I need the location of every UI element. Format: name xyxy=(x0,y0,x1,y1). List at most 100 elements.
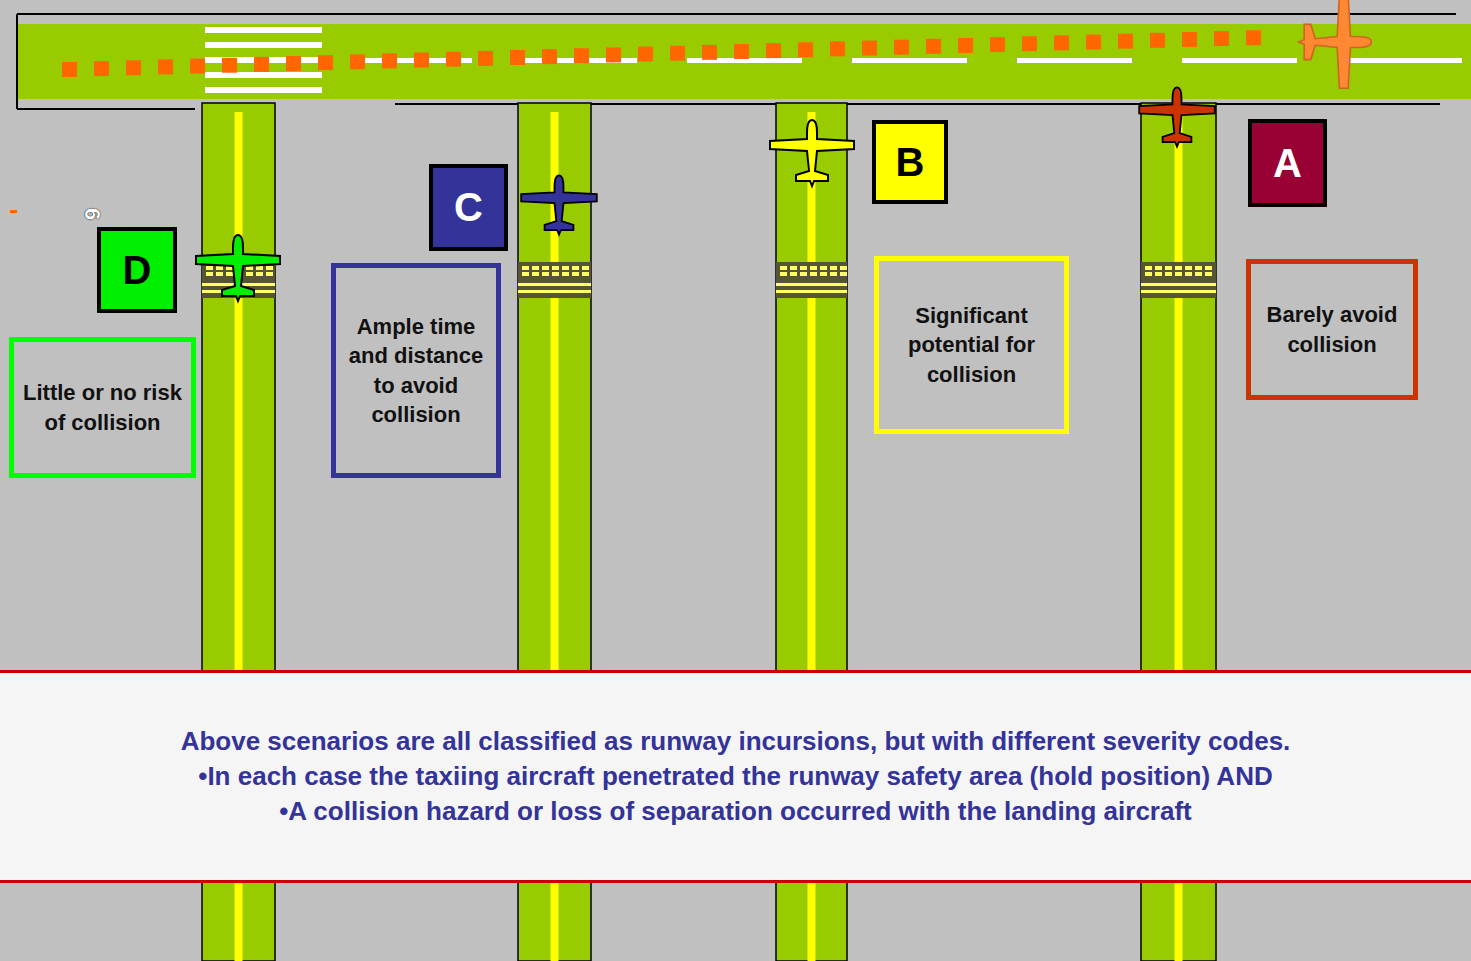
approach-path-dot xyxy=(542,49,557,64)
severity-letter: A xyxy=(1273,137,1302,190)
threshold-bar xyxy=(205,72,322,78)
hold-dash xyxy=(572,266,579,270)
approach-path-dot xyxy=(574,48,589,63)
approach-path-dot xyxy=(1086,35,1101,50)
approach-path-dot xyxy=(766,43,781,58)
runway xyxy=(17,24,1471,99)
hold-dash xyxy=(1155,266,1162,270)
hold-dash xyxy=(216,266,223,270)
hold-dash xyxy=(800,272,807,276)
approach-path-dot xyxy=(510,50,525,65)
approach-path-dot xyxy=(798,42,813,57)
hold-line xyxy=(518,283,591,286)
description-text: Ample time and distance to avoid collisi… xyxy=(344,312,488,428)
hold-dash xyxy=(572,272,579,276)
description-text: Significant potential for collision xyxy=(887,301,1056,388)
approach-path-dot xyxy=(94,61,109,76)
aircraft xyxy=(196,235,280,301)
severity-code-box: D xyxy=(97,227,177,313)
hold-dash xyxy=(266,272,273,276)
severity-letter: B xyxy=(896,136,925,189)
runway-edge xyxy=(17,13,1456,15)
hold-dash xyxy=(226,272,233,276)
approach-path-dot xyxy=(318,55,333,70)
description-box: Barely avoid collision xyxy=(1246,259,1418,400)
description-text: Barely avoid collision xyxy=(1259,300,1405,358)
approach-path-dot xyxy=(478,51,493,66)
note-line: •In each case the taxiing aircraft penet… xyxy=(198,759,1272,794)
hold-short-marking xyxy=(776,262,847,298)
hold-line xyxy=(776,283,847,286)
hold-dash xyxy=(820,272,827,276)
hold-dash xyxy=(256,272,263,276)
approach-path-dot xyxy=(734,44,749,59)
hold-dash xyxy=(552,272,559,276)
stray-number: 6 xyxy=(79,208,105,220)
aircraft xyxy=(770,120,854,186)
note-banner: Above scenarios are all classified as ru… xyxy=(0,670,1471,883)
severity-letter: D xyxy=(123,244,152,297)
hold-dash xyxy=(810,272,817,276)
hold-dash xyxy=(256,266,263,270)
hold-dash xyxy=(562,272,569,276)
aircraft xyxy=(521,175,597,234)
centerline-dash xyxy=(1347,58,1462,63)
hold-dash xyxy=(1155,272,1162,276)
hold-dash xyxy=(1205,272,1212,276)
note-line: •A collision hazard or loss of separatio… xyxy=(279,794,1192,829)
hold-dash xyxy=(542,266,549,270)
hold-short-marking xyxy=(1141,262,1216,298)
hold-dash xyxy=(552,266,559,270)
hold-dash xyxy=(1145,266,1152,270)
approach-path-dot xyxy=(702,45,717,60)
approach-path-dot xyxy=(606,47,621,62)
hold-dash xyxy=(830,272,837,276)
hold-dash xyxy=(532,266,539,270)
approach-path-dot xyxy=(62,62,77,77)
hold-dash xyxy=(216,272,223,276)
description-box: Ample time and distance to avoid collisi… xyxy=(331,263,501,478)
approach-path-dot xyxy=(158,59,173,74)
hold-dash xyxy=(206,266,213,270)
approach-path-dot xyxy=(382,53,397,68)
hold-dash xyxy=(1185,272,1192,276)
hold-dash xyxy=(582,272,589,276)
hold-dash xyxy=(206,272,213,276)
hold-dash xyxy=(1195,272,1202,276)
hold-dash xyxy=(1175,272,1182,276)
hold-dash xyxy=(810,266,817,270)
runway-edge xyxy=(16,14,18,109)
hold-dash xyxy=(1145,272,1152,276)
centerline-dash xyxy=(1017,58,1132,63)
severity-code-box: C xyxy=(429,164,508,251)
approach-path-dot xyxy=(254,57,269,72)
hold-dash xyxy=(522,272,529,276)
approach-path-dot xyxy=(1054,35,1069,50)
approach-path-dot xyxy=(1182,32,1197,47)
approach-path-dot xyxy=(1022,36,1037,51)
hold-dash xyxy=(840,272,847,276)
hold-dash xyxy=(820,266,827,270)
hold-dash xyxy=(780,272,787,276)
runway-edge xyxy=(17,108,195,110)
approach-path-dot xyxy=(926,39,941,54)
aircraft xyxy=(1139,87,1215,146)
severity-letter: C xyxy=(454,181,483,234)
hold-dash xyxy=(1165,272,1172,276)
landing-aircraft xyxy=(1299,0,1372,88)
approach-path-dot xyxy=(958,38,973,53)
threshold-bar xyxy=(205,27,322,33)
severity-code-box: B xyxy=(872,120,948,204)
approach-path-dot xyxy=(126,60,141,75)
hold-line xyxy=(1141,290,1216,293)
centerline-dash xyxy=(852,58,967,63)
hold-dash xyxy=(562,266,569,270)
hold-dash xyxy=(522,266,529,270)
hold-dash xyxy=(542,272,549,276)
approach-path-dot xyxy=(446,52,461,67)
approach-path-dot xyxy=(222,58,237,73)
approach-path-dot xyxy=(1150,33,1165,48)
hold-dash xyxy=(800,266,807,270)
threshold-bar xyxy=(205,42,322,48)
approach-path-dot xyxy=(1214,31,1229,46)
